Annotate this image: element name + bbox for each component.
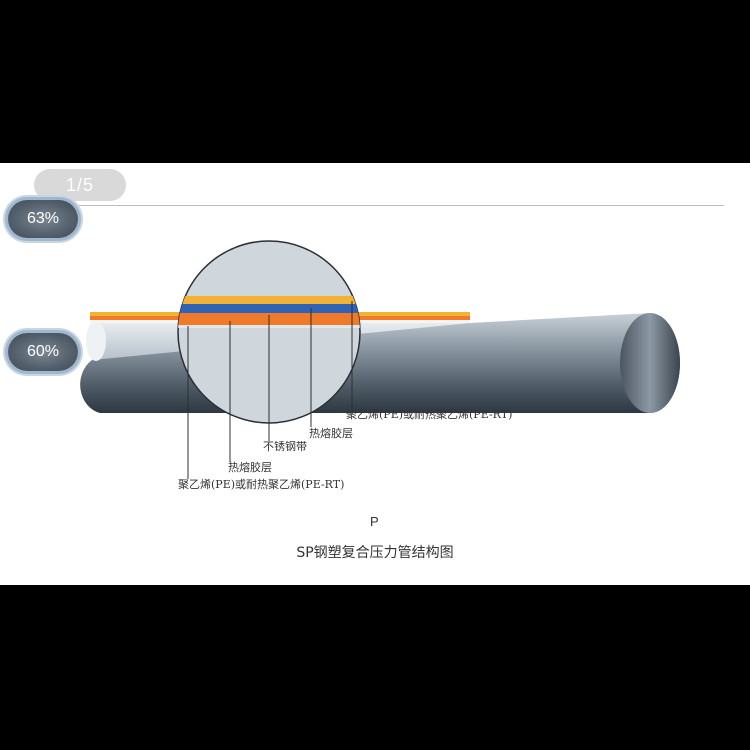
progress-badge-top[interactable]: 63% bbox=[8, 200, 78, 238]
bottom-black-bar bbox=[0, 585, 750, 750]
image-viewer-stage: 1/5 bbox=[0, 163, 750, 585]
divider-line bbox=[8, 205, 724, 206]
page-indicator[interactable]: 1/5 bbox=[34, 169, 126, 201]
pipe-end-cap bbox=[620, 313, 680, 413]
label-outer-adhesive: 热熔胶层 bbox=[309, 427, 353, 440]
progress-badge-bottom[interactable]: 60% bbox=[8, 333, 78, 371]
label-outer-pe: 聚乙烯(PE)或耐热聚乙烯(PE-RT) bbox=[346, 408, 513, 421]
label-inner-pe: 聚乙烯(PE)或耐热聚乙烯(PE-RT) bbox=[178, 478, 345, 491]
pipe-opening bbox=[86, 321, 106, 361]
label-inner-adhesive: 热熔胶层 bbox=[228, 461, 272, 474]
figure-letter: P bbox=[370, 514, 379, 529]
figure-caption: SP钢塑复合压力管结构图 bbox=[296, 545, 454, 561]
label-stainless-steel: 不锈钢带 bbox=[263, 440, 307, 453]
top-black-bar bbox=[0, 0, 750, 163]
pipe-diagram bbox=[80, 240, 680, 479]
pointer-lines bbox=[187, 301, 353, 479]
